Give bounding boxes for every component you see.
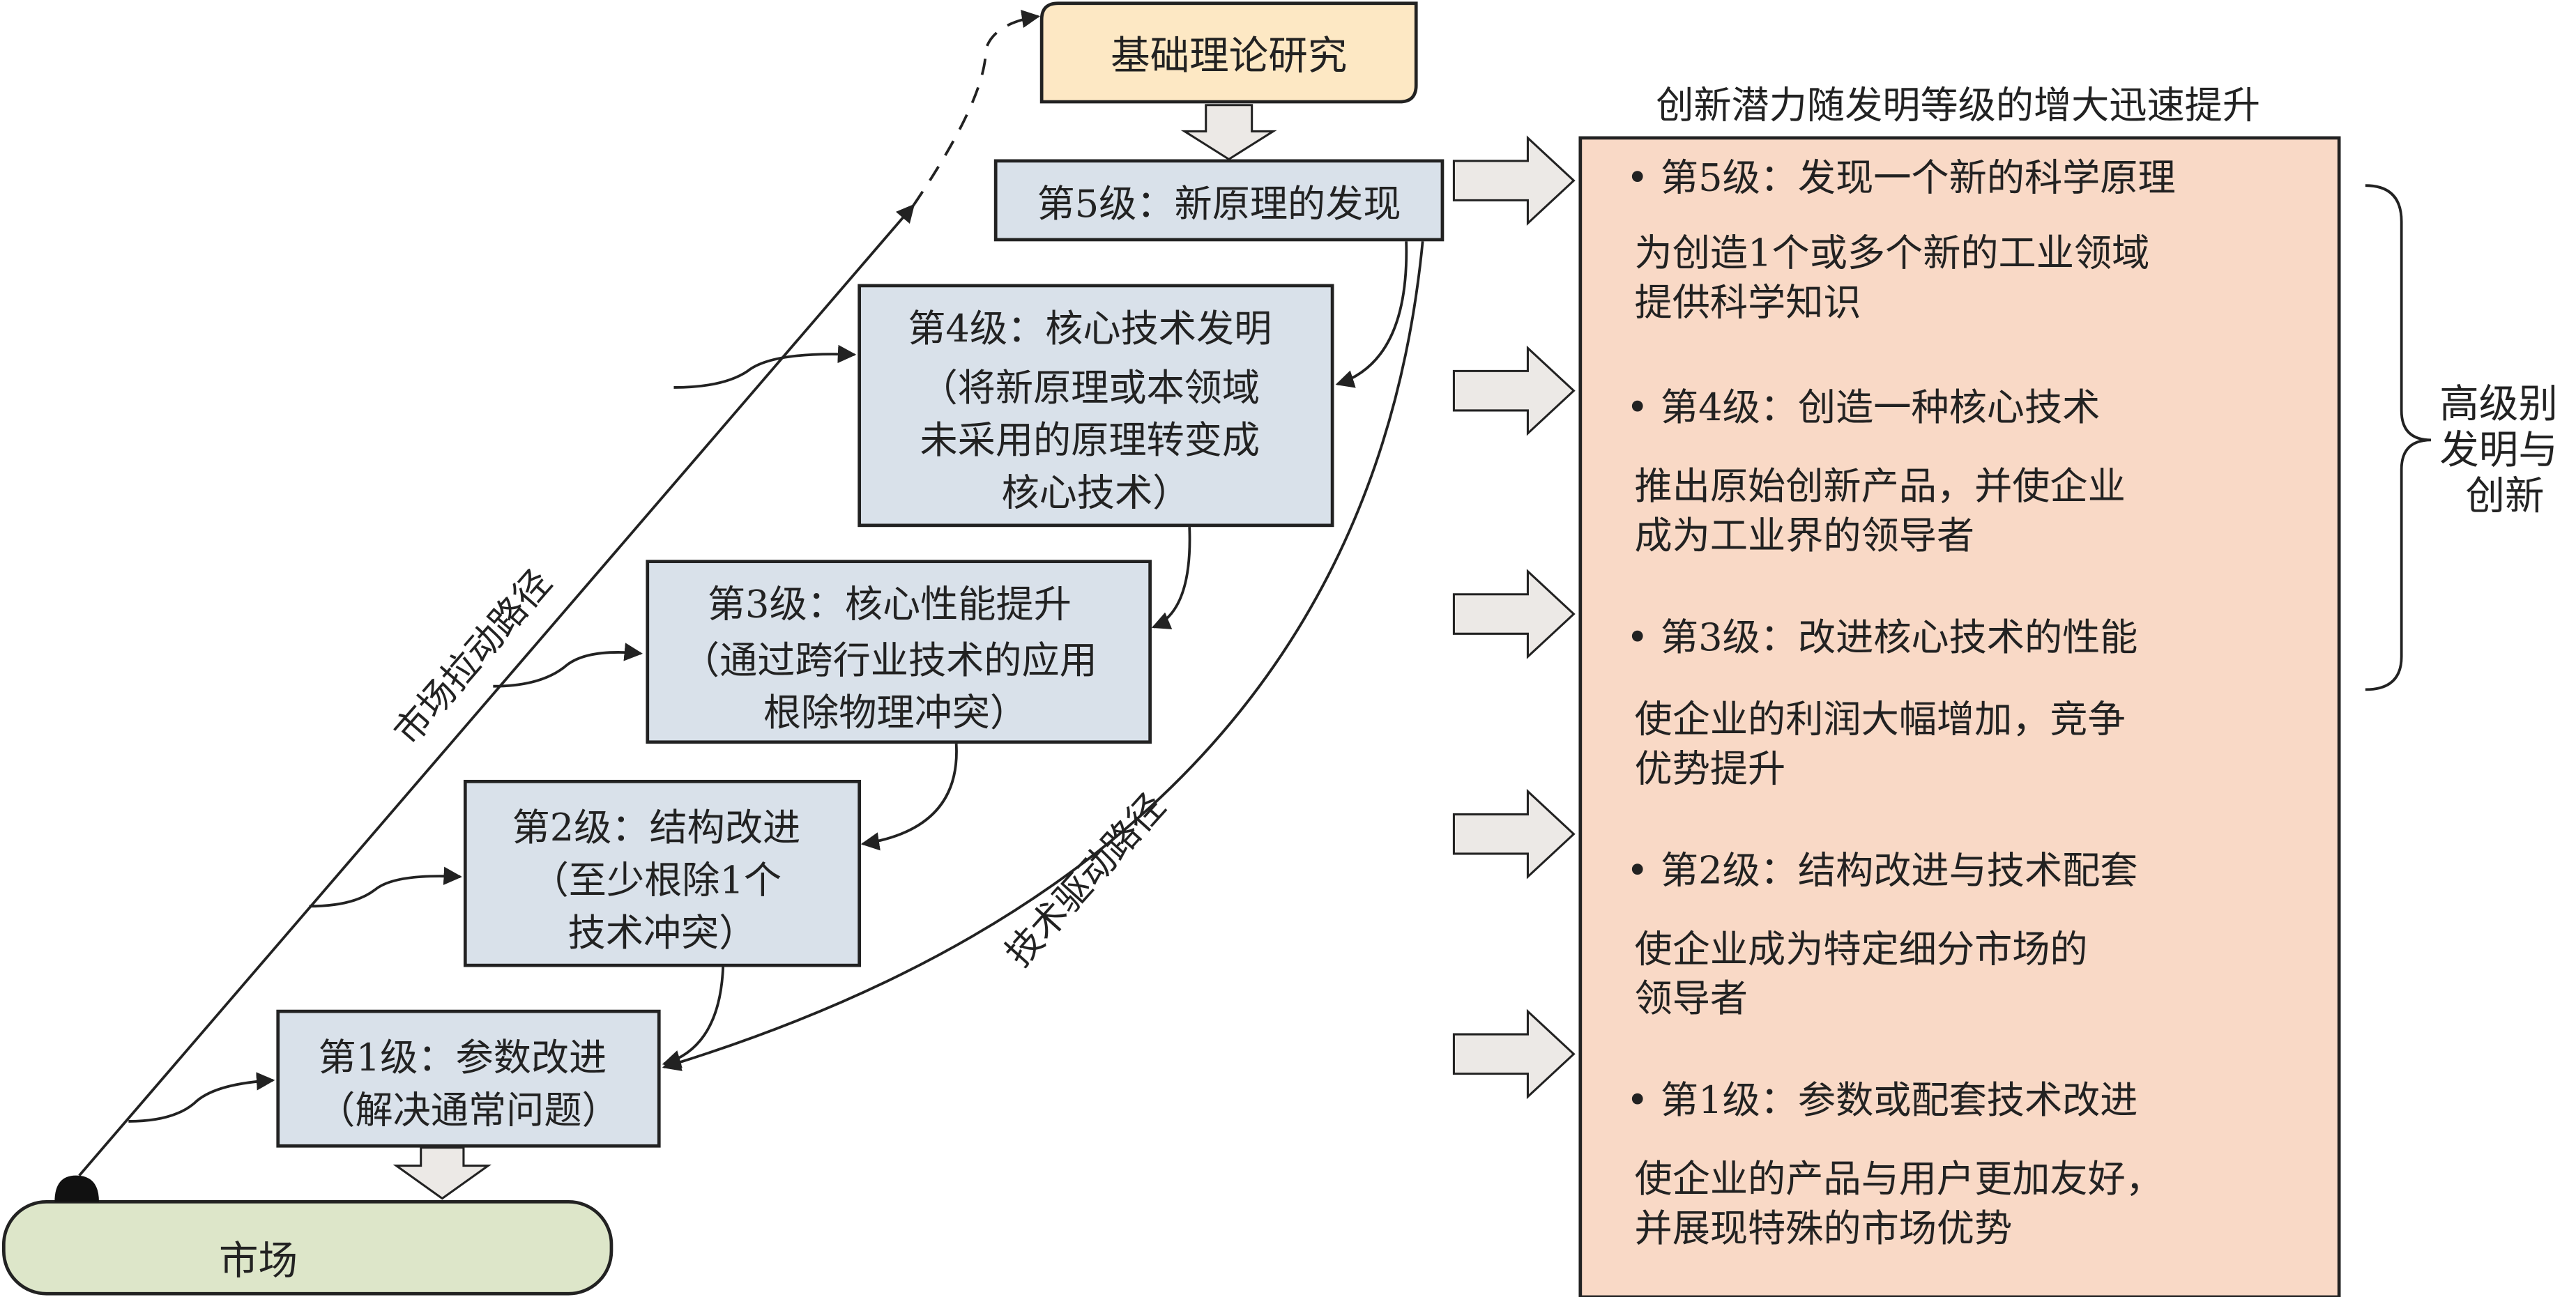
brace-label: 高级别 发明与 创新 [2439,381,2570,519]
outcome-head-4: • 第4级：创造一种核心技术 [1626,385,2101,429]
tech-push-path [662,241,1424,1071]
outcome-body-3-line1: 使企业的利润大幅增加，竞争 [1635,698,2126,742]
level-5-text: 第5级：新原理的发现 [1037,182,1401,226]
outcome-body-5-line1: 为创造1个或多个新的工业领域 [1635,231,2150,275]
right-arrows [1452,135,1576,1100]
outcome-body-2-line2: 领导者 [1635,976,1748,1020]
tech-push-label: 技术驱动路径 [998,785,1174,974]
level-4-box: 第4级：核心技术发明 （将新原理或本领域 未采用的原理转变成 核心技术） [858,284,1334,528]
outcome-list: • 第5级：发现一个新的科学原理 为创造1个或多个新的工业领域 提供科学知识 •… [1626,155,2176,1250]
level-1-box: 第1级：参数改进 （解决通常问题） [276,1009,661,1148]
level-3-box: 第3级：核心性能提升 （通过跨行业技术的应用 根除物理冲突） [646,560,1152,744]
panel-title: 创新潜力随发明等级的增大迅速提升 [1656,84,2260,128]
market-pull-label: 市场拉动路径 [386,562,560,753]
level-2-box: 第2级：结构改进 （至少根除1个 技术冲突） [463,779,862,967]
tech-arrow-l4-to-l3 [1151,527,1191,629]
fat-arrow-right-icon [1452,1008,1576,1100]
outcome-head-2: • 第2级：结构改进与技术配套 [1626,848,2138,892]
level-3-text: 第3级：核心性能提升 （通过跨行业技术的应用 根除物理冲突） [682,583,1109,735]
outcome-body-5-line2: 提供科学知识 [1635,280,1861,324]
outcome-body-4-line1: 推出原始创新产品，并使企业 [1635,464,2126,508]
market-node-dot [54,1175,99,1202]
outcome-body-3-line2: 优势提升 [1635,746,1786,790]
outcome-body-1-line1: 使企业的产品与用户更加友好， [1635,1157,2163,1201]
branch-arrow-to-l2 [309,866,462,908]
research-label: 基础理论研究 [1111,33,1347,79]
branch-arrow-to-l1 [128,1072,275,1123]
outcome-body-2-line1: 使企业成为特定细分市场的 [1635,927,2088,971]
market-label: 市场 [219,1238,298,1284]
fat-arrow-right-icon [1452,788,1576,880]
outcome-head-1: • 第1级：参数或配套技术改进 [1626,1078,2138,1122]
brace-icon [2365,184,2432,691]
outcome-body-4-line2: 成为工业界的领导者 [1635,514,1975,558]
level-2-text: 第2级：结构改进 （至少根除1个 技术冲突） [512,806,813,955]
fat-arrow-right-icon [1452,135,1576,226]
fat-arrow-right-icon [1452,345,1576,436]
tech-arrow-l5-to-l4 [1335,241,1408,388]
dashed-path-to-research [912,9,1041,206]
fat-arrow-down-icon [1180,104,1277,161]
market-pull-path [78,204,915,1176]
outcome-body-1-line2: 并展现特殊的市场优势 [1635,1206,2013,1250]
branch-arrow-to-l3 [493,643,643,688]
outcome-panel [1578,136,2341,1297]
level-4-text: 第4级：核心技术发明 （将新原理或本领域 未采用的原理转变成 核心技术） [908,307,1283,515]
market-box: 市场 [1,1200,613,1296]
fat-arrow-right-icon [1452,569,1576,659]
research-box: 基础理论研究 [1039,1,1418,104]
outcome-head-3: • 第3级：改进核心技术的性能 [1626,615,2138,659]
tech-arrow-l2-to-l1 [662,967,725,1068]
tech-arrow-l3-to-l2 [860,744,958,851]
level-5-box: 第5级：新原理的发现 [993,159,1445,242]
fat-arrow-down-icon [393,1146,492,1200]
level-1-text: 第1级：参数改进 （解决通常问题） [317,1036,619,1132]
branch-arrow-to-l4 [673,344,857,389]
outcome-head-5: • 第5级：发现一个新的科学原理 [1626,155,2176,199]
